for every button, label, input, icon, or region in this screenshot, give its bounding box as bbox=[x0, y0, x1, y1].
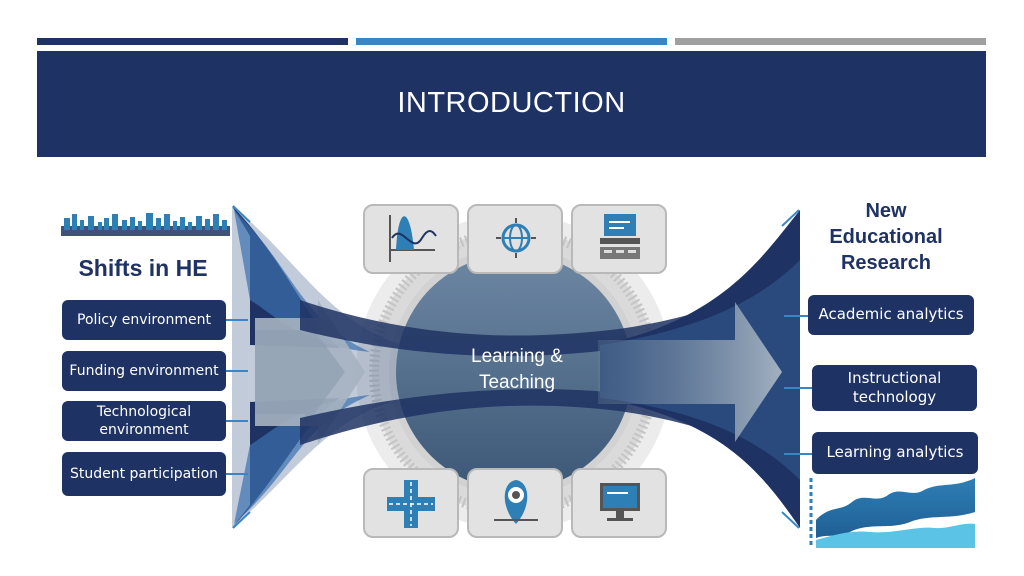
slide-title: INTRODUCTION bbox=[397, 86, 626, 119]
right-heading: New Educational Research bbox=[829, 200, 943, 274]
left-item-technological: Technological environment bbox=[62, 401, 226, 441]
right-item-learning: Learning analytics bbox=[812, 432, 978, 474]
left-bracket bbox=[226, 205, 251, 529]
left-item-policy: Policy environment bbox=[62, 300, 226, 340]
wave-chart-icon bbox=[389, 215, 437, 262]
crossroads-icon bbox=[387, 480, 435, 528]
monitor-icon bbox=[600, 483, 640, 521]
right-bracket bbox=[781, 209, 812, 529]
right-item-instructional: Instructional technology bbox=[812, 365, 977, 411]
center-label: Learning & Teaching bbox=[471, 346, 563, 393]
area-chart-icon bbox=[809, 478, 975, 548]
left-item-funding: Funding environment bbox=[62, 351, 226, 391]
accent-bar-gray bbox=[675, 38, 986, 45]
location-pin-icon bbox=[494, 480, 538, 524]
learning-sphere bbox=[396, 254, 632, 490]
accent-bar-blue bbox=[356, 38, 667, 45]
left-heading: Shifts in HE bbox=[78, 255, 208, 281]
left-funnel bbox=[232, 206, 420, 528]
right-funnel bbox=[598, 210, 800, 528]
skyline-icon bbox=[61, 213, 230, 236]
accent-bar-navy bbox=[37, 38, 348, 45]
left-item-student: Student participation bbox=[62, 452, 226, 496]
right-item-academic: Academic analytics bbox=[808, 295, 974, 335]
title-banner: INTRODUCTION bbox=[37, 51, 986, 157]
server-icon bbox=[600, 214, 640, 259]
globe-target-icon bbox=[496, 218, 536, 258]
